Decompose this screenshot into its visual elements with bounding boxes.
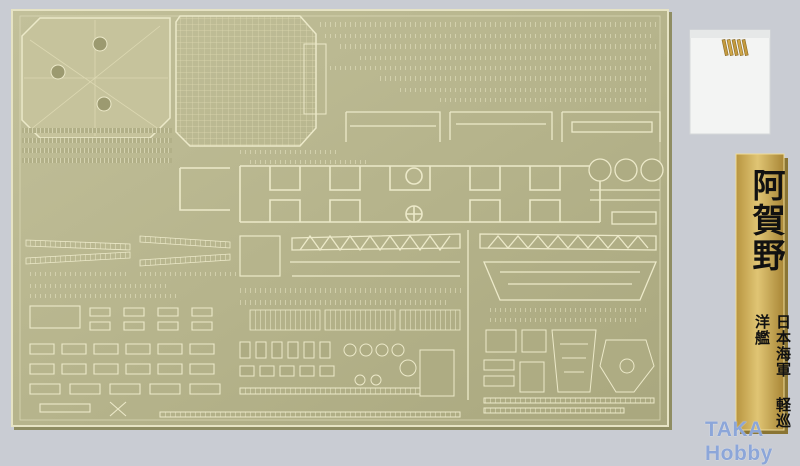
deck-part-left [21, 17, 171, 139]
ship-nameplate: 阿賀野 日本海軍 軽巡洋艦 [738, 156, 792, 431]
rail-strips-middle [30, 284, 650, 331]
round-parts-right [588, 158, 664, 225]
small-parts-lower-left [29, 305, 221, 417]
truss-parts [290, 230, 657, 400]
small-parts-middle [159, 341, 461, 418]
rail-strips-top [320, 22, 660, 102]
parts-bag [689, 29, 771, 135]
brass-barrels [721, 39, 749, 57]
etch-sheet [11, 9, 672, 430]
deck-part-grid [175, 15, 327, 147]
photo-etch-sheet-photo [11, 9, 788, 434]
brass-nameplate-bg [735, 153, 788, 434]
frame-parts-middle [179, 165, 601, 223]
ship-class-label: 日本海軍 軽巡洋艦 [753, 314, 792, 429]
diagonal-strips-left [25, 235, 281, 277]
watermark-text: TAKA Hobby [705, 418, 773, 465]
small-parts-lower-right [483, 329, 655, 414]
ladder-strips-left [22, 128, 370, 164]
bracket-parts [345, 111, 661, 142]
ship-name: 阿賀野 [747, 168, 786, 273]
